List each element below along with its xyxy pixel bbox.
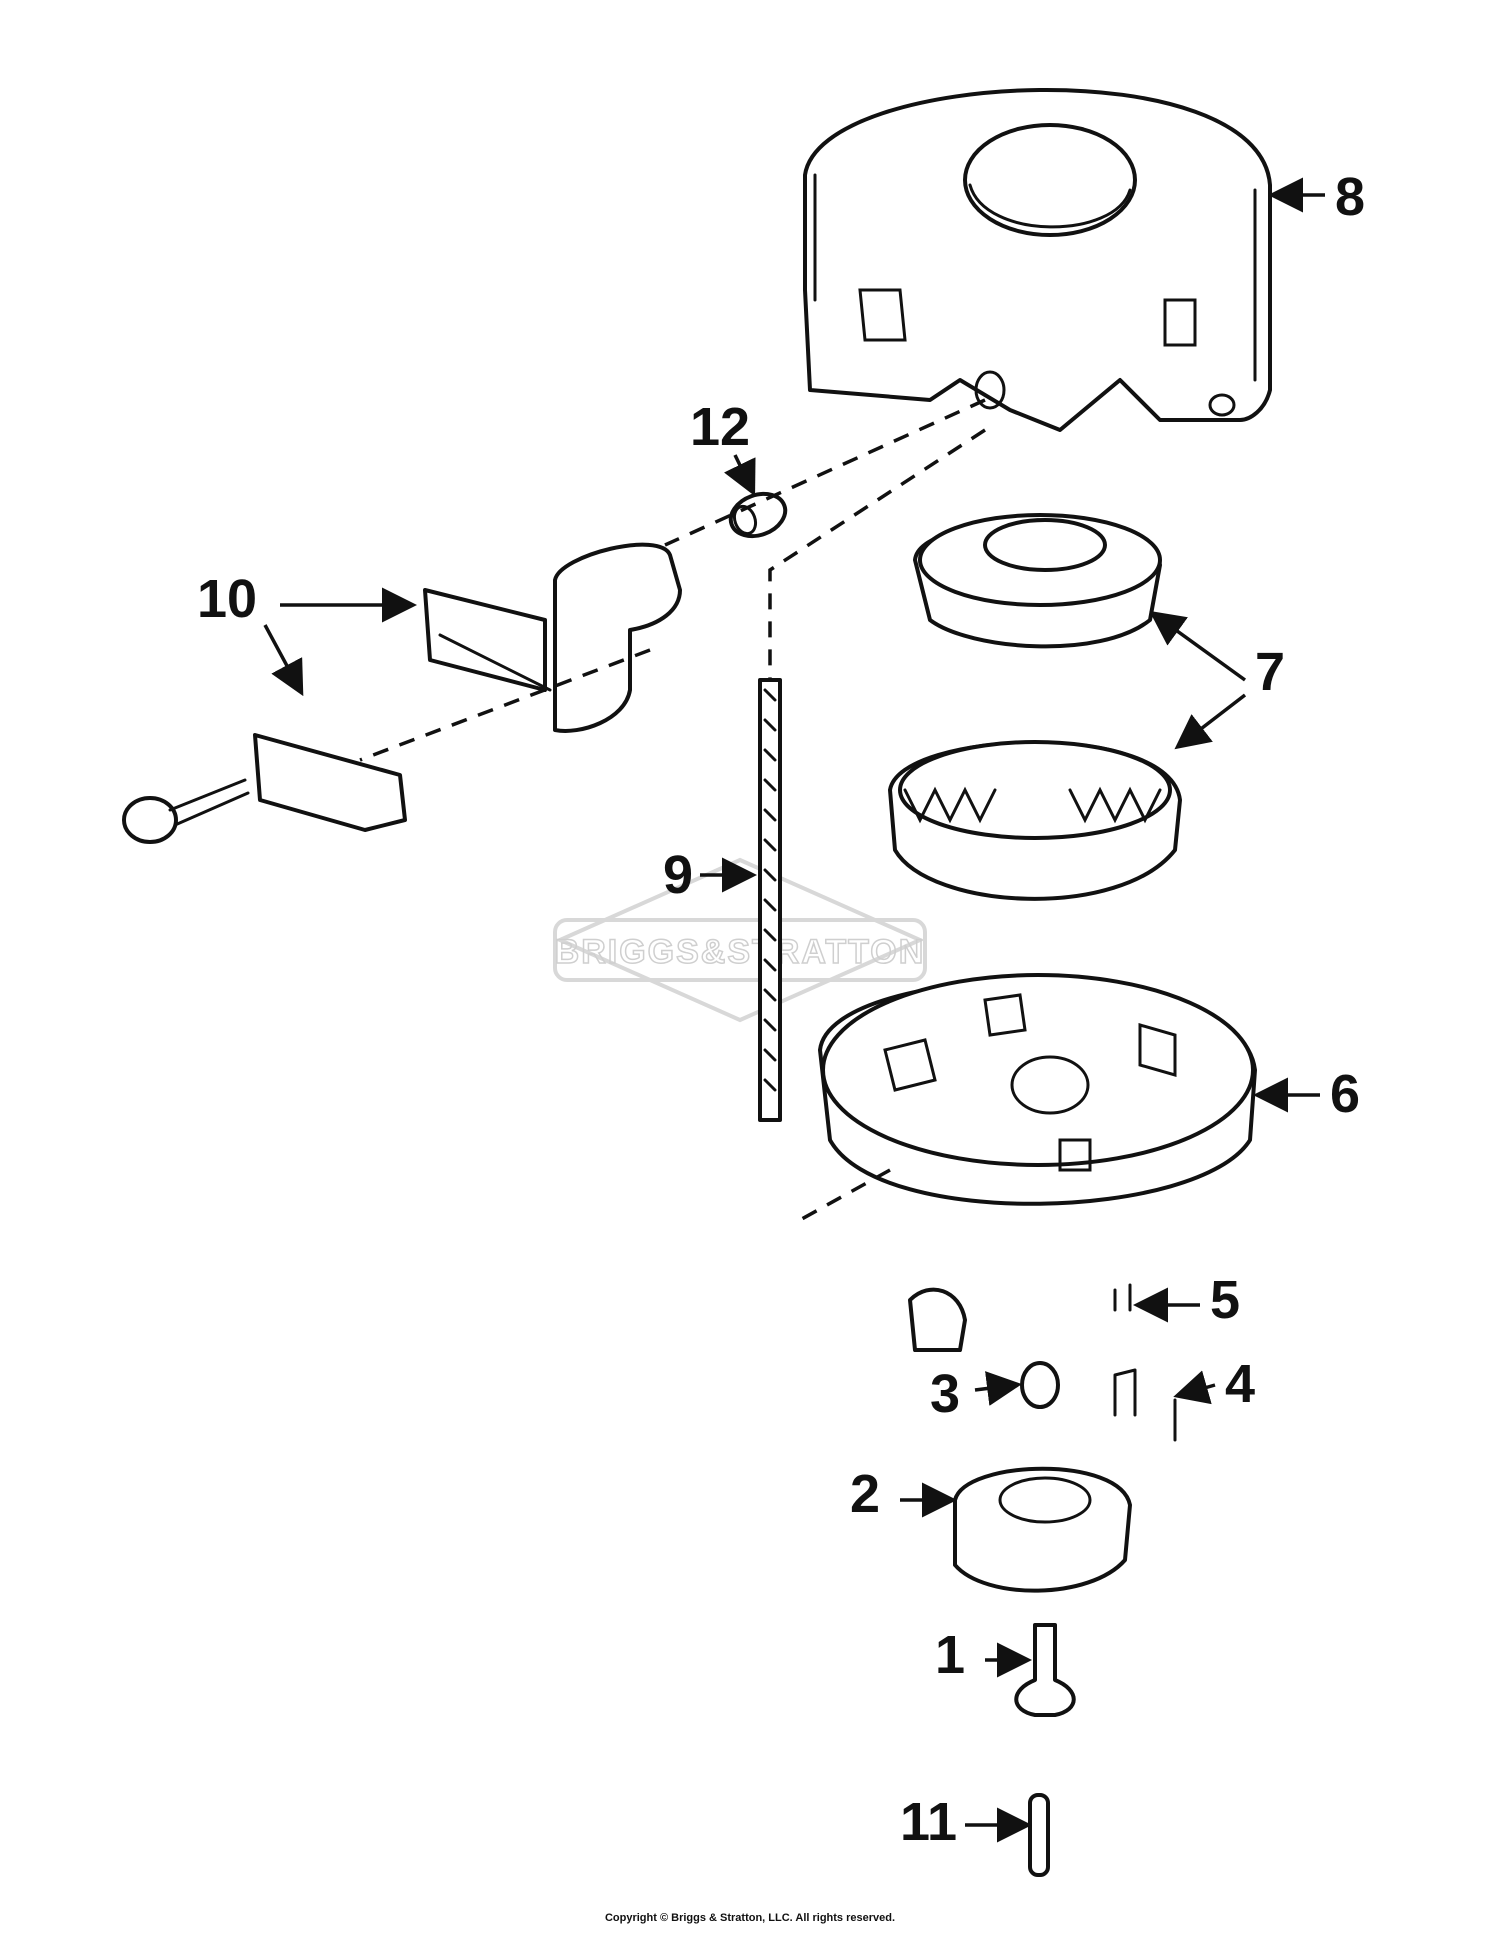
part-3-washer	[1020, 1361, 1060, 1409]
callout-11: 11	[900, 1792, 957, 1852]
assembly-lines	[359, 398, 986, 1222]
callout-10: 10	[197, 569, 257, 629]
watermark-text: BRIGGS&STRATTON	[555, 933, 926, 971]
part-9-starter-rope	[758, 678, 782, 1122]
part-6-pulley	[818, 973, 1257, 1206]
part-1-screw	[1014, 1623, 1076, 1717]
leader-arrows	[263, 177, 1325, 1843]
part-5-pin	[1113, 1283, 1132, 1312]
callout-1: 1	[935, 1625, 965, 1685]
pawl-piece	[908, 1287, 967, 1352]
part-8-rewind-housing	[803, 87, 1272, 432]
part-2-retainer	[953, 1466, 1132, 1593]
callout-6: 6	[1330, 1064, 1360, 1124]
part-7-spring-assembly	[888, 513, 1182, 901]
callout-4: 4	[1225, 1354, 1255, 1414]
part-11-pin	[1028, 1793, 1050, 1877]
callout-7: 7	[1255, 642, 1285, 702]
part-4-spring	[1113, 1368, 1177, 1442]
callout-12: 12	[690, 397, 750, 457]
callout-labels: 8 12 10 7 9 6 5 4 3 2 1 11	[197, 167, 1365, 1852]
part-10-handle-assembly	[122, 542, 682, 844]
callout-5: 5	[1210, 1270, 1240, 1330]
callout-3: 3	[930, 1364, 960, 1424]
copyright-notice: Copyright © Briggs & Stratton, LLC. All …	[604, 1912, 896, 1924]
callout-9: 9	[663, 845, 693, 905]
brand-watermark: BRIGGS&STRATTON	[553, 857, 927, 1023]
part-12-grommet	[728, 491, 788, 539]
callout-2: 2	[850, 1464, 880, 1524]
callout-8: 8	[1335, 167, 1365, 227]
